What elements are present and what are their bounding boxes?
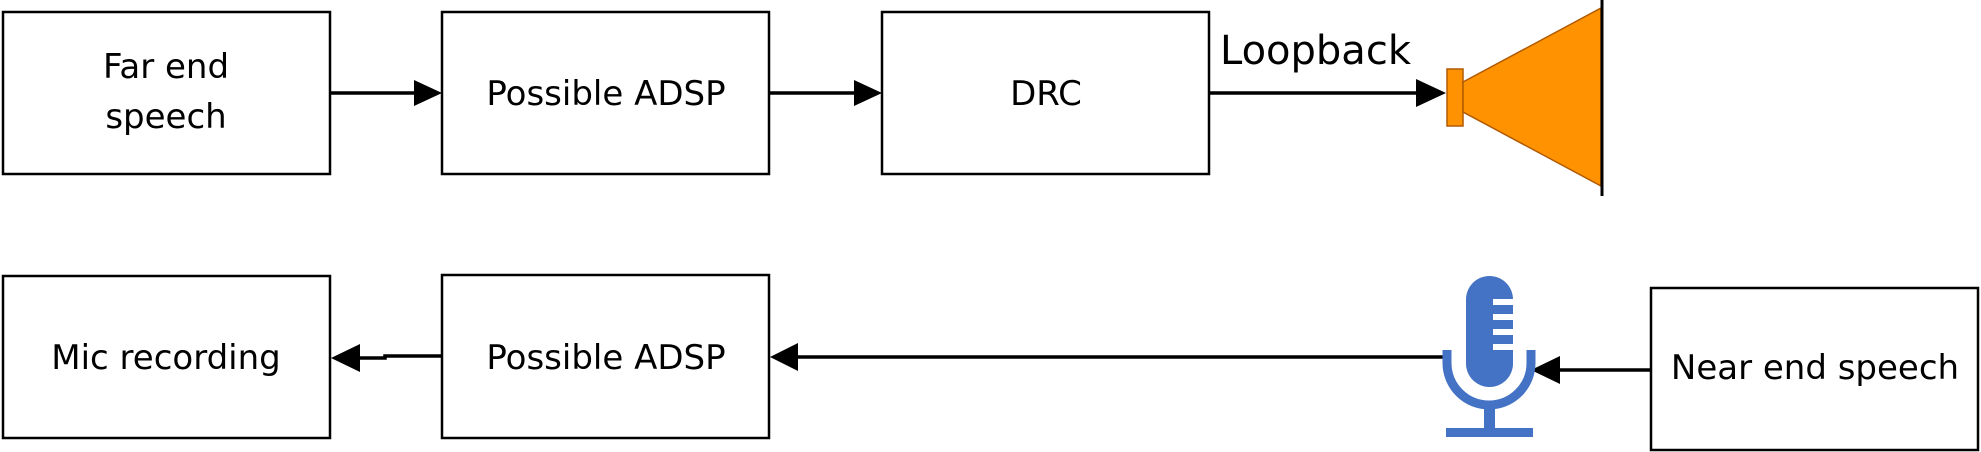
arrow-far-end-to-adsp: [330, 80, 442, 106]
possible-adsp-bottom-block: Possible ADSP: [440, 273, 771, 440]
possible-adsp-top-block: Possible ADSP: [440, 10, 771, 176]
far-end-speech-label-line1: Far end: [103, 47, 229, 87]
mic-recording-label: Mic recording: [51, 338, 280, 378]
drc-block: DRC: [880, 10, 1211, 176]
arrow-drc-to-speaker: [1209, 79, 1446, 107]
drc-label: DRC: [1010, 74, 1082, 114]
loopback-label: Loopback: [1220, 28, 1412, 74]
far-end-speech-block: Far end speech: [1, 10, 332, 176]
possible-adsp-top-label: Possible ADSP: [486, 74, 725, 114]
far-end-speech-label-line2: speech: [105, 97, 226, 137]
arrow-adsp-to-mic-recording: [331, 344, 442, 372]
arrow-adsp-to-drc: [769, 80, 882, 106]
near-end-speech-label: Near end speech: [1671, 348, 1959, 388]
arrow-near-end-to-mic: [1531, 356, 1651, 384]
microphone-icon: [1442, 276, 1536, 437]
near-end-speech-block: Near end speech: [1649, 286, 1980, 452]
mic-recording-block: Mic recording: [1, 274, 332, 440]
possible-adsp-bottom-label: Possible ADSP: [486, 338, 725, 378]
arrow-mic-to-adsp: [770, 343, 1446, 371]
speaker-icon: [1446, 0, 1604, 196]
